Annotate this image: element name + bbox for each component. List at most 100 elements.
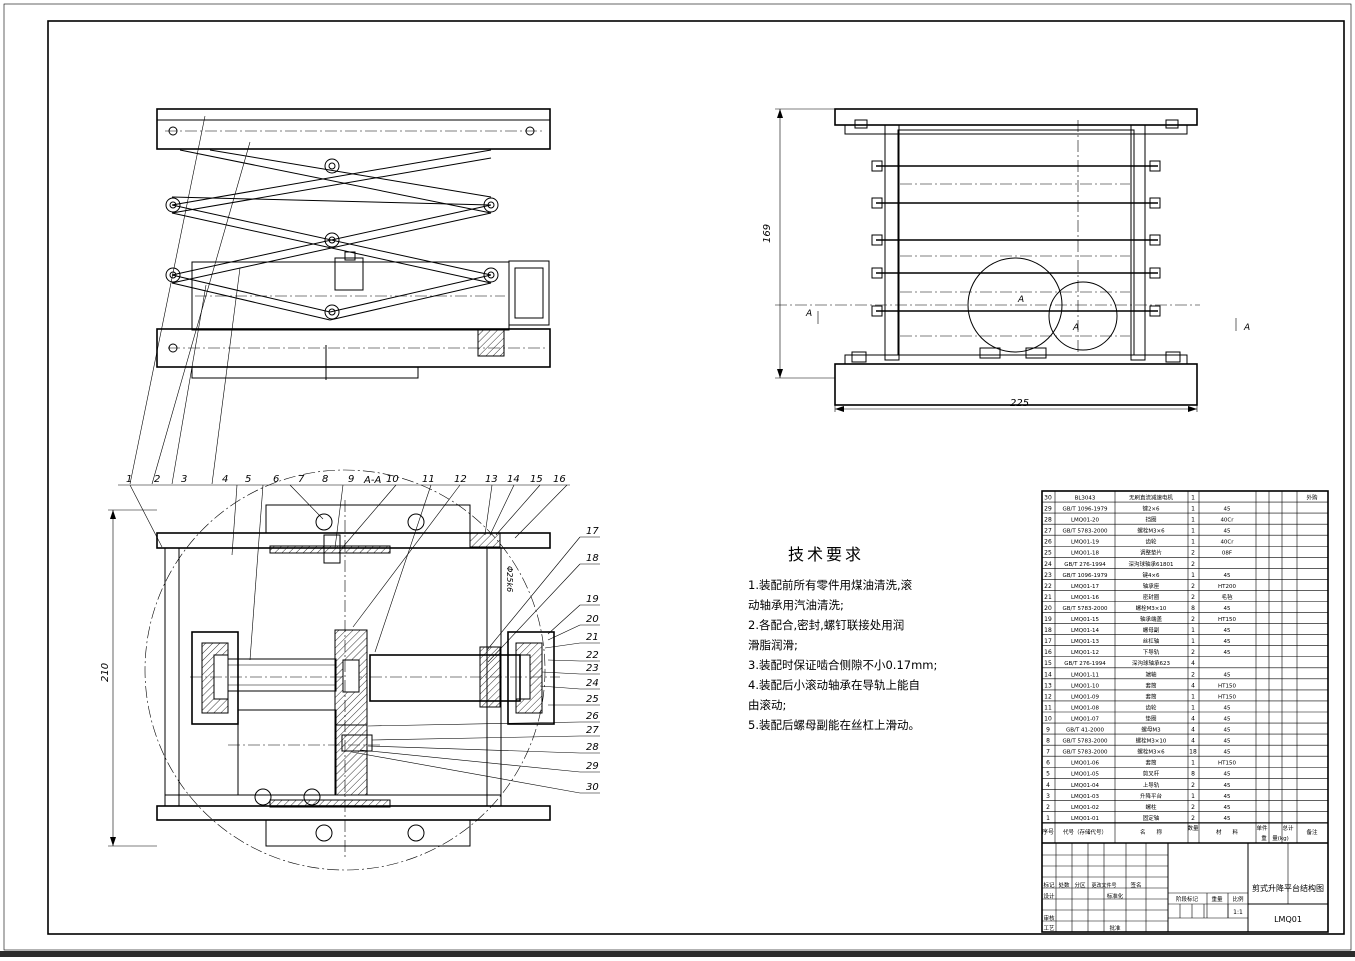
- tb-change-doc: 更改文件号: [1091, 882, 1116, 889]
- bom-cell-code: LMQ01-20: [1071, 518, 1100, 524]
- note-line: 1.装配前所有零件用煤油清洗,滚: [748, 578, 913, 592]
- balloon-27: 27: [586, 725, 599, 736]
- bom-cell-code: LMQ01-05: [1071, 772, 1100, 778]
- bom-cell-name: 深沟球轴承61801: [1129, 560, 1174, 568]
- bom-cell-code: GB/T 5783-2000: [1063, 739, 1108, 745]
- bom-cell-code: LMQ01-13: [1071, 639, 1100, 645]
- inner-frame: [47, 20, 1345, 935]
- bom-cell-name: 齿轮: [1145, 703, 1157, 711]
- bom-cell-material: 45: [1224, 750, 1231, 756]
- bom-cell-qty: 1: [1191, 539, 1195, 546]
- balloon-leaders: [129, 115, 251, 485]
- bom-cell-qty: 2: [1191, 583, 1195, 590]
- bom-cell-no: 13: [1044, 682, 1052, 689]
- note-line: 动轴承用汽油清洗;: [748, 598, 844, 612]
- bom-cell-name: 螺栓M3×10: [1136, 737, 1167, 745]
- bom-cell-code: LMQ01-08: [1071, 705, 1100, 711]
- bom-cell-no: 24: [1044, 561, 1052, 568]
- bom-cell-material: 45: [1224, 573, 1231, 579]
- bom-cell-material: HT150: [1218, 694, 1236, 700]
- balloon-10: 10: [386, 474, 399, 485]
- bom-cell-material: 45: [1224, 816, 1231, 822]
- bom-cell-material: 45: [1224, 639, 1231, 645]
- bom-cell-material: 45: [1224, 805, 1231, 811]
- bom-cell-no: 29: [1044, 506, 1052, 513]
- balloon-6: 6: [273, 474, 279, 485]
- tb-stage: 阶段标记: [1176, 895, 1199, 903]
- bom-cell-no: 10: [1044, 715, 1052, 722]
- bom-cell-material: HT150: [1218, 617, 1236, 623]
- bom-cell-name: 端轴: [1145, 670, 1157, 678]
- bom-cell-code: GB/T 41-2000: [1066, 728, 1104, 734]
- tb-process: 工艺: [1043, 925, 1055, 932]
- bom-cell-code: LMQ01-17: [1071, 584, 1100, 590]
- bom-cell-qty: 1: [1191, 494, 1195, 501]
- bom-cell-no: 1: [1046, 815, 1050, 822]
- bom-cell-qty: 2: [1191, 649, 1195, 656]
- balloon-13: 13: [485, 474, 498, 485]
- front-view: [775, 108, 1237, 412]
- bom-cell-code: GB/T 5783-2000: [1063, 529, 1108, 535]
- bom-cell-code: LMQ01-12: [1071, 650, 1099, 656]
- bom-cell-no: 6: [1046, 760, 1050, 767]
- bom-cell-no: 9: [1046, 727, 1050, 734]
- bom-cell-qty: 1: [1191, 704, 1195, 711]
- balloon-2: 2: [154, 474, 160, 485]
- bom-cell-no: 8: [1046, 738, 1050, 745]
- bom-cell-code: LMQ01-15: [1071, 617, 1100, 623]
- tb-review: 审核: [1043, 914, 1055, 922]
- balloon-15: 15: [530, 474, 543, 485]
- bom-cell-name: 螺栓M3×6: [1137, 527, 1165, 535]
- bom-cell-qty: 2: [1191, 561, 1195, 568]
- bom-cell-code: GB/T 5783-2000: [1063, 750, 1108, 756]
- bom-cell-name: 挡圈: [1145, 516, 1157, 524]
- bom-header-code: 代号（存储代号）: [1063, 828, 1107, 836]
- bom-cell-no: 14: [1044, 671, 1052, 678]
- balloon-4: 4: [222, 474, 228, 485]
- bom-cell-name: 调整垫片: [1140, 549, 1162, 557]
- bom-header-no: 序号: [1042, 828, 1054, 836]
- bom-cell-name: 螺栓M3×10: [1136, 604, 1167, 612]
- bom-cell-no: 17: [1044, 638, 1052, 645]
- tb-sign: 签名: [1130, 881, 1141, 889]
- notes-title: 技术要求: [788, 545, 865, 564]
- bom-cell-qty: 18: [1189, 749, 1197, 756]
- balloon-28: 28: [586, 742, 599, 753]
- bom-cell-code: LMQ01-14: [1071, 628, 1100, 634]
- bom-cell-name: 丝杠轴: [1143, 637, 1160, 645]
- bom-cell-name: 键2×6: [1142, 505, 1160, 513]
- bom-cell-no: 18: [1044, 627, 1052, 634]
- balloon-9: 9: [348, 474, 354, 485]
- balloon-underlines: [118, 484, 570, 661]
- bom-cell-no: 2: [1046, 804, 1050, 811]
- balloon-30: 30: [586, 782, 599, 793]
- bom-cell-qty: 4: [1191, 727, 1195, 734]
- balloon-3: 3: [181, 474, 187, 485]
- tb-approve: 批准: [1109, 924, 1121, 932]
- bom-cell-material: 45: [1224, 772, 1231, 778]
- bom-cell-qty: 1: [1191, 572, 1195, 579]
- bom-cell-qty: 1: [1191, 760, 1195, 767]
- tb-weight: 重量: [1211, 895, 1223, 903]
- bom-cell-no: 4: [1046, 782, 1050, 789]
- balloon-20: 20: [586, 614, 599, 625]
- bom-cell-qty: 1: [1191, 693, 1195, 700]
- bom-cell-code: LMQ01-04: [1071, 783, 1100, 789]
- bom-cell-material: 45: [1224, 783, 1231, 789]
- note-line: 4.装配后小滚动轴承在导轨上能自: [748, 678, 920, 692]
- bom-cell-material: 45: [1224, 628, 1231, 634]
- bom-cell-code: GB/T 1096-1979: [1063, 573, 1108, 579]
- bom-cell-material: 40Cr: [1220, 540, 1234, 546]
- bom-cell-qty: 1: [1191, 506, 1195, 513]
- bom-cell-name: 无刷直流减速电机: [1129, 493, 1174, 501]
- bom-cell-name: 剪叉杆: [1143, 770, 1160, 778]
- bom-cell-no: 21: [1044, 594, 1052, 601]
- bom-cell-no: 5: [1046, 771, 1050, 778]
- note-line: 2.各配合,密封,螺钉联接处用润: [748, 618, 905, 632]
- bom-cell-code: LMQ01-19: [1071, 540, 1100, 546]
- bom-cell-qty: 2: [1191, 815, 1195, 822]
- balloon-14: 14: [507, 474, 520, 485]
- bom-cell-qty: 4: [1191, 738, 1195, 745]
